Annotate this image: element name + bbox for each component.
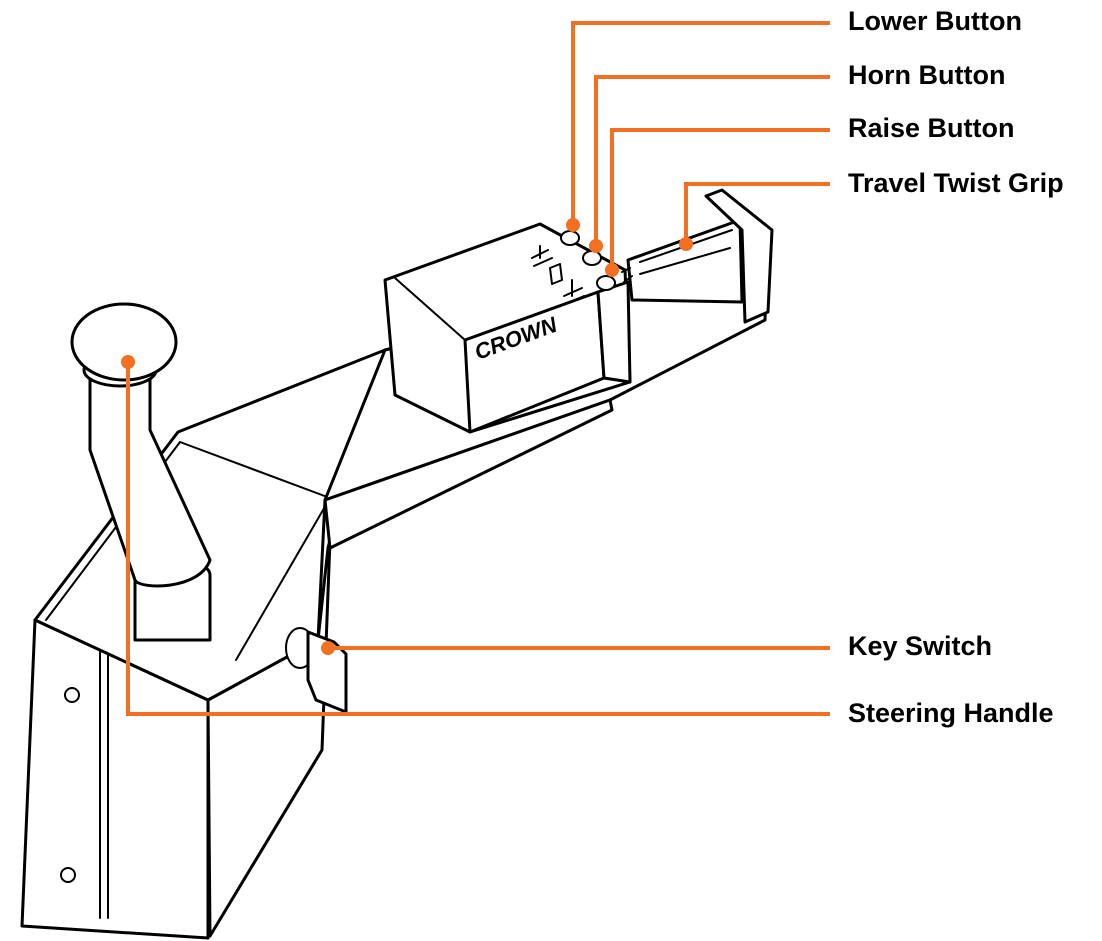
arm-side [323, 398, 614, 550]
leader-line-travel-twist-grip [684, 182, 830, 244]
steering-knob[interactable] [70, 302, 178, 382]
leader-dot-horn-button [589, 239, 603, 253]
horn-symbol [549, 263, 563, 285]
raise-button[interactable] [596, 275, 616, 291]
lower-button[interactable] [560, 230, 580, 246]
label-raise-button: Raise Button [848, 113, 1015, 143]
callout-leaders [121, 21, 830, 716]
leader-line-steering-handle [126, 362, 830, 716]
label-travel-twist-grip: Travel Twist Grip [848, 168, 1064, 198]
callout-labels: Lower Button Horn Button Raise Button Tr… [848, 6, 1064, 728]
leader-dot-key-switch [321, 641, 335, 655]
control-handle-illustration: CROWN [20, 188, 774, 940]
screw-top [64, 687, 80, 703]
steering-stalk-arm [88, 368, 212, 588]
label-steering-handle: Steering Handle [848, 698, 1054, 728]
leader-dot-raise-button [605, 263, 619, 277]
head-collar-band [596, 280, 632, 384]
leader-dot-steering-handle [121, 355, 135, 369]
leader-line-lower-button [571, 21, 830, 225]
housing-top-inner [45, 441, 331, 661]
leader-line-horn-button [594, 75, 830, 246]
label-horn-button: Horn Button [848, 60, 1005, 90]
grip-arrows [621, 267, 633, 283]
raise-symbol [563, 279, 585, 305]
button-symbols [531, 245, 585, 305]
horn-button[interactable] [582, 250, 602, 266]
leader-line-raise-button [610, 128, 830, 270]
leader-dot-lower-button [566, 218, 580, 232]
label-key-switch: Key Switch [848, 631, 992, 661]
buttons [560, 230, 616, 291]
leader-dot-travel-twist-grip [679, 237, 693, 251]
label-lower-button: Lower Button [848, 6, 1022, 36]
screw-bottom [60, 867, 76, 883]
key-switch-assembly [285, 627, 348, 714]
lower-symbol [531, 245, 553, 267]
grip-slot-2 [639, 247, 731, 275]
grip-end-bracket [704, 188, 774, 324]
